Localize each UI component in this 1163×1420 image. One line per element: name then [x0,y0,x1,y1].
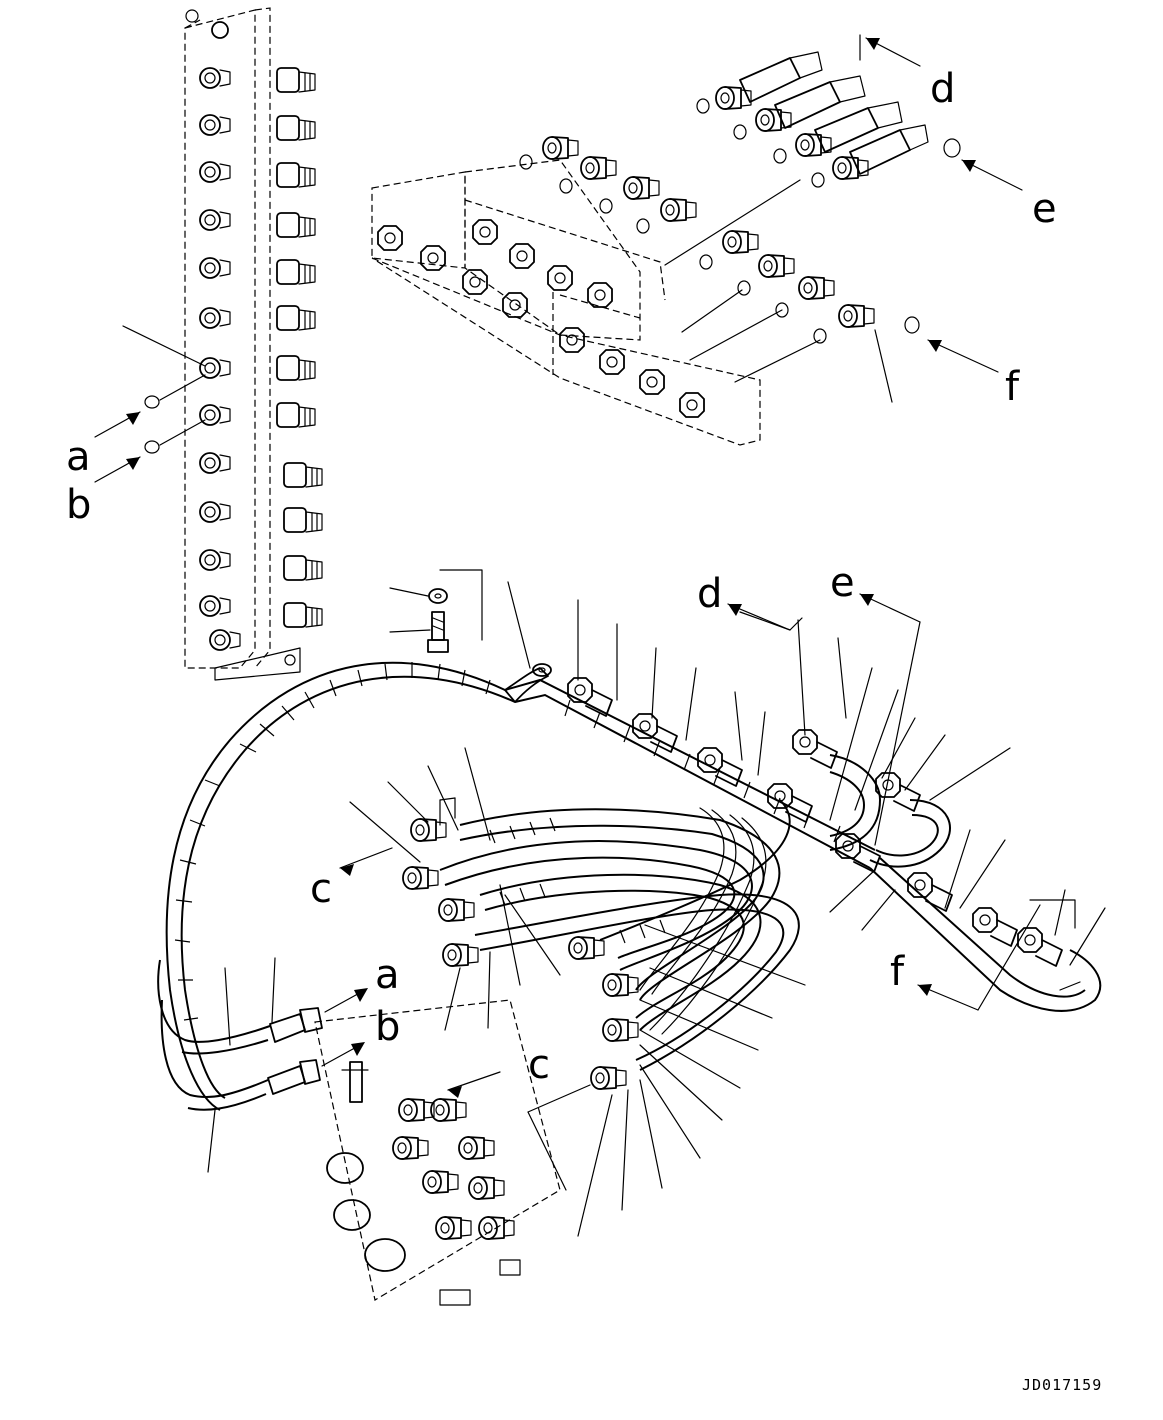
mid-arrows: d e c f [310,560,1041,1011]
hose-assembly: a b [157,560,1106,1306]
hoses-a-b: a b [157,952,400,1173]
arrow-icon [447,1071,501,1091]
left-hose-end-fittings [402,797,639,1090]
label-e-mid: e [830,560,855,606]
arrow-icon [927,339,999,373]
clamp [504,663,552,703]
manifold-assembly: d e f [371,34,1057,446]
o-ring-icon [144,395,160,409]
bolt-and-washer [389,569,531,669]
manifold-top-fittings [542,136,875,328]
arrow-icon [339,847,393,869]
label-f-top: f [1005,364,1020,410]
middle-hose-bundle [439,799,800,1071]
drawing-code: JD017159 [1022,1376,1102,1394]
right-fittings-column [276,67,323,628]
label-a-bottom: a [375,952,400,998]
callout-leaders [349,599,1106,1237]
hatched-outer-hose [165,661,876,1111]
manifold-o-rings [519,154,920,344]
upper-hose-fittings [567,677,1063,967]
label-d-mid: d [697,571,722,617]
label-b-top: b [66,482,91,528]
label-c-left: c [310,866,332,912]
vertical-valve-block: a b [66,7,323,681]
right-hose-bundle [829,754,1102,1012]
label-e-top: e [1032,186,1057,232]
manifold-front-fittings [377,219,705,418]
label-c-bottom: c [528,1042,550,1088]
control-valve-block: c [314,999,561,1306]
label-b-bottom: b [375,1004,400,1050]
o-ring-icon [144,440,160,454]
label-f-bottom: f [890,949,905,995]
label-d-top: d [930,66,955,112]
washer-icon [428,588,448,604]
left-fittings-column [199,67,241,651]
label-a-top: a [66,434,91,480]
check-valves [696,51,961,188]
